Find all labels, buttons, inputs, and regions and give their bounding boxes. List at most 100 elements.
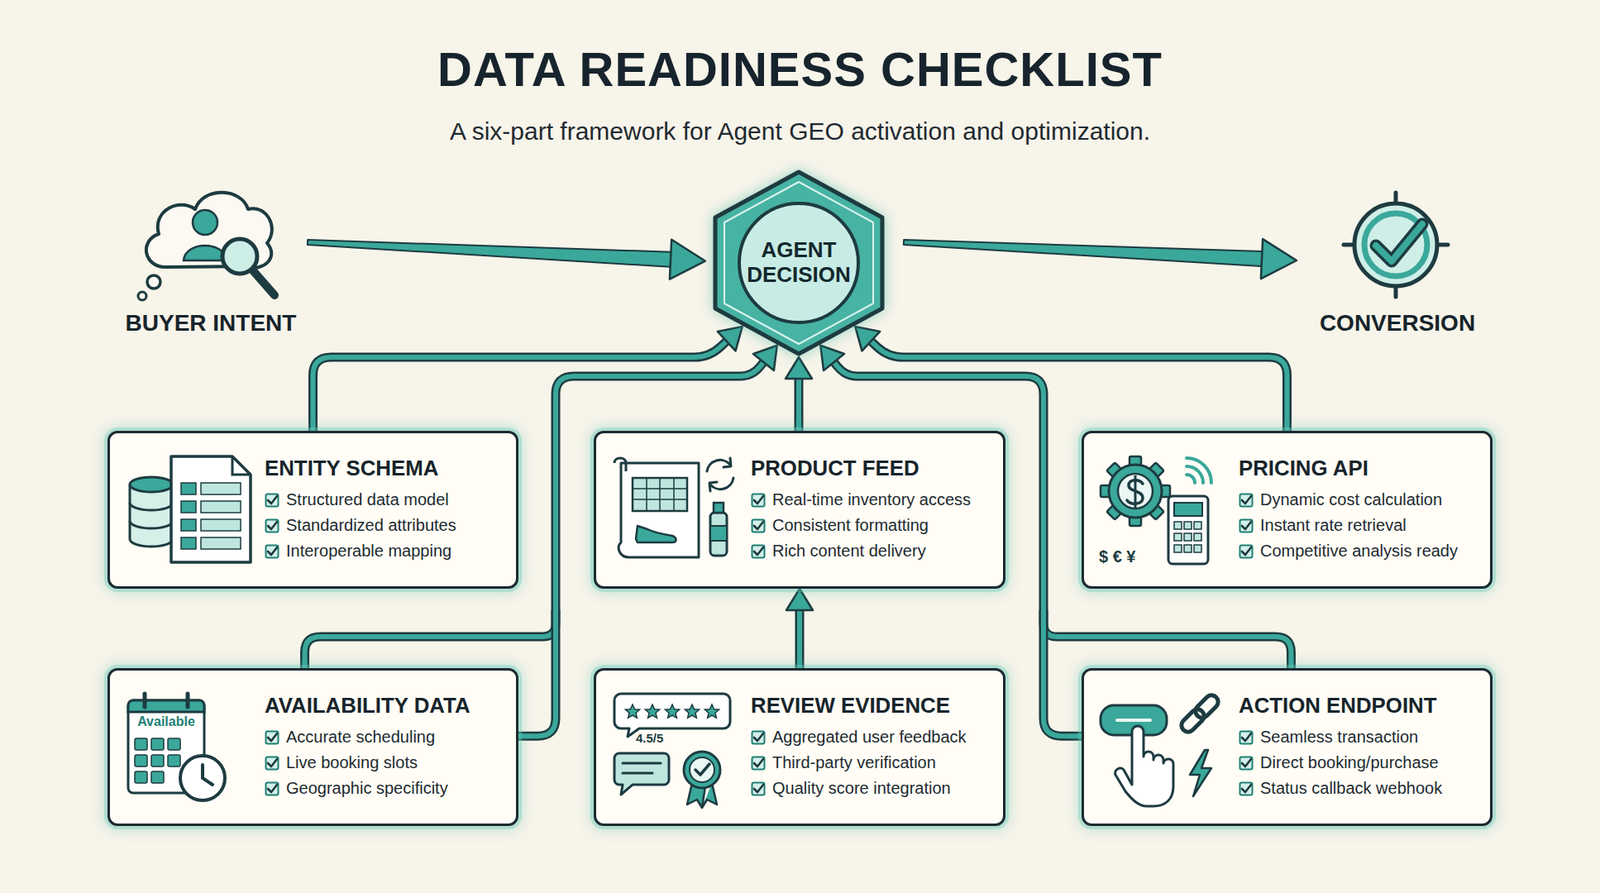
intent-node: BUYER INTENT: [115, 177, 306, 344]
connector-line: [797, 603, 803, 669]
checkbox-tick: [1241, 784, 1252, 793]
checklist-text: Geographic specificity: [286, 778, 449, 798]
checklist-text: Quality score integration: [772, 778, 951, 798]
checkbox-frame: [1240, 493, 1253, 507]
checkbox-frame: [752, 544, 765, 558]
connector-line: [305, 610, 556, 669]
checkbox-frame: [266, 782, 279, 795]
arrow-head: [717, 326, 743, 351]
checklist-text: Third-party verification: [772, 753, 937, 773]
checkbox-tick: [267, 496, 278, 504]
checkbox-icon: [750, 492, 766, 508]
calendar-icon: [109, 670, 516, 824]
schema-icon: [109, 433, 516, 587]
checkbox-icon: [264, 518, 280, 534]
connector-outline: [795, 603, 805, 669]
page-caption: A six-part framework for Agent GEO activ…: [0, 117, 1600, 146]
checklist-box: REVIEW EVIDENCE Aggregated user feedbackT…: [593, 668, 1006, 827]
checkbox-frame: [752, 493, 765, 507]
checkbox-tick: [754, 759, 764, 767]
review-icon: [596, 670, 1003, 824]
checklist-item: Dynamic cost calculation: [1238, 487, 1484, 513]
checkbox-tick: [754, 496, 764, 504]
checkbox-frame: [752, 756, 765, 769]
checklist-item: Consistent formatting: [750, 512, 997, 539]
checkbox-tick: [1241, 547, 1252, 555]
checklist-item: Real-time inventory access: [750, 487, 997, 513]
checklist-box: ENTITY SCHEMA Structured data modelStanda…: [107, 430, 519, 589]
checkbox-icon: [750, 518, 766, 534]
checklist-item: Status callback webhook: [1238, 775, 1484, 802]
box-heading: PRICING API: [1238, 456, 1484, 481]
checklist-text: Instant rate retrieval: [1260, 515, 1407, 535]
checkbox-tick: [754, 521, 764, 530]
checklist-item: Structured data model: [264, 487, 510, 513]
checklist-item: Interoperable mapping: [264, 538, 510, 564]
arrow-head: [669, 239, 706, 280]
checklist-item: Rich content delivery: [750, 538, 997, 564]
decision-label: AGENT DECISION: [736, 238, 861, 288]
checklist-text: Structured data model: [286, 490, 449, 510]
checklist-item: Instant rate retrieval: [1238, 512, 1484, 539]
checkbox-tick: [267, 521, 278, 530]
page-title: DATA READINESS CHECKLIST: [0, 41, 1600, 97]
checkbox-icon: [1238, 755, 1254, 771]
checkbox-icon: [264, 492, 280, 508]
checkbox-icon: [1238, 518, 1254, 534]
checkbox-icon: [1238, 730, 1254, 746]
checklist-item: Live booking slots: [264, 749, 510, 776]
checkbox-frame: [752, 730, 765, 744]
checkbox-tick: [267, 733, 278, 741]
checklist-box: AVAILABILITY DATAAccurate schedulingLive…: [107, 668, 519, 827]
arrow-shaft: [307, 239, 672, 268]
checkbox-icon: [264, 755, 280, 771]
checkbox-tick: [754, 784, 764, 793]
checkbox-tick: [267, 547, 278, 555]
arrow-head: [786, 588, 813, 611]
arrow-shaft: [903, 239, 1263, 267]
arrow-head: [1260, 238, 1297, 279]
checklist-item: Aggregated user feedback: [750, 724, 997, 750]
flow-connector: [903, 238, 1297, 279]
checklist-text: Live booking slots: [286, 753, 418, 773]
box-heading: ENTITY SCHEMA: [264, 456, 510, 481]
checkbox-icon: [750, 730, 766, 746]
checklist-item: Seamless transaction: [1238, 724, 1484, 750]
checkbox-frame: [1240, 544, 1253, 558]
checklist-text: Status callback webhook: [1260, 778, 1443, 798]
checklist-item: Standardized attributes: [264, 512, 510, 539]
checklist-box: ACTION ENDPOINTSeamless transactionDirec…: [1081, 668, 1493, 827]
connector-line: [1043, 610, 1291, 669]
checklist-text: Real-time inventory access: [772, 490, 971, 510]
connector-line: [796, 372, 802, 431]
box-heading: ACTION ENDPOINT: [1238, 693, 1484, 718]
box-heading: PRODUCT FEED: [750, 456, 997, 481]
checkbox-frame: [1240, 756, 1253, 769]
checkbox-frame: [752, 782, 765, 795]
feed-icon: [596, 433, 1003, 587]
checklist-box: PRODUCT FEED Real-time inventory accessCo…: [593, 430, 1006, 589]
checklist-item: Quality score integration: [750, 775, 997, 802]
checkbox-icon: [1238, 781, 1254, 797]
checkbox-tick: [754, 547, 764, 555]
connector-outline: [313, 336, 732, 431]
checkbox-frame: [1240, 782, 1253, 795]
connector-line: [865, 336, 1287, 431]
checklist-text: Interoperable mapping: [286, 541, 452, 561]
box-heading: REVIEW EVIDENCE: [750, 693, 997, 718]
checkbox-tick: [1241, 496, 1252, 504]
icon-label: Available: [128, 714, 205, 730]
arrow-head: [854, 326, 880, 351]
connector-outline: [794, 372, 804, 431]
connector-line: [313, 336, 732, 431]
checklist-text: Dynamic cost calculation: [1260, 490, 1443, 510]
node-label: CONVERSION: [1319, 310, 1476, 337]
checkbox-tick: [1241, 759, 1252, 767]
checkbox-tick: [267, 759, 278, 767]
checkbox-tick: [267, 784, 278, 793]
checkbox-icon: [264, 730, 280, 746]
icon-label: $ € ¥: [1098, 547, 1136, 567]
conversion-node: CONVERSION: [1298, 177, 1497, 344]
checklist-text: Competitive analysis ready: [1260, 541, 1458, 561]
